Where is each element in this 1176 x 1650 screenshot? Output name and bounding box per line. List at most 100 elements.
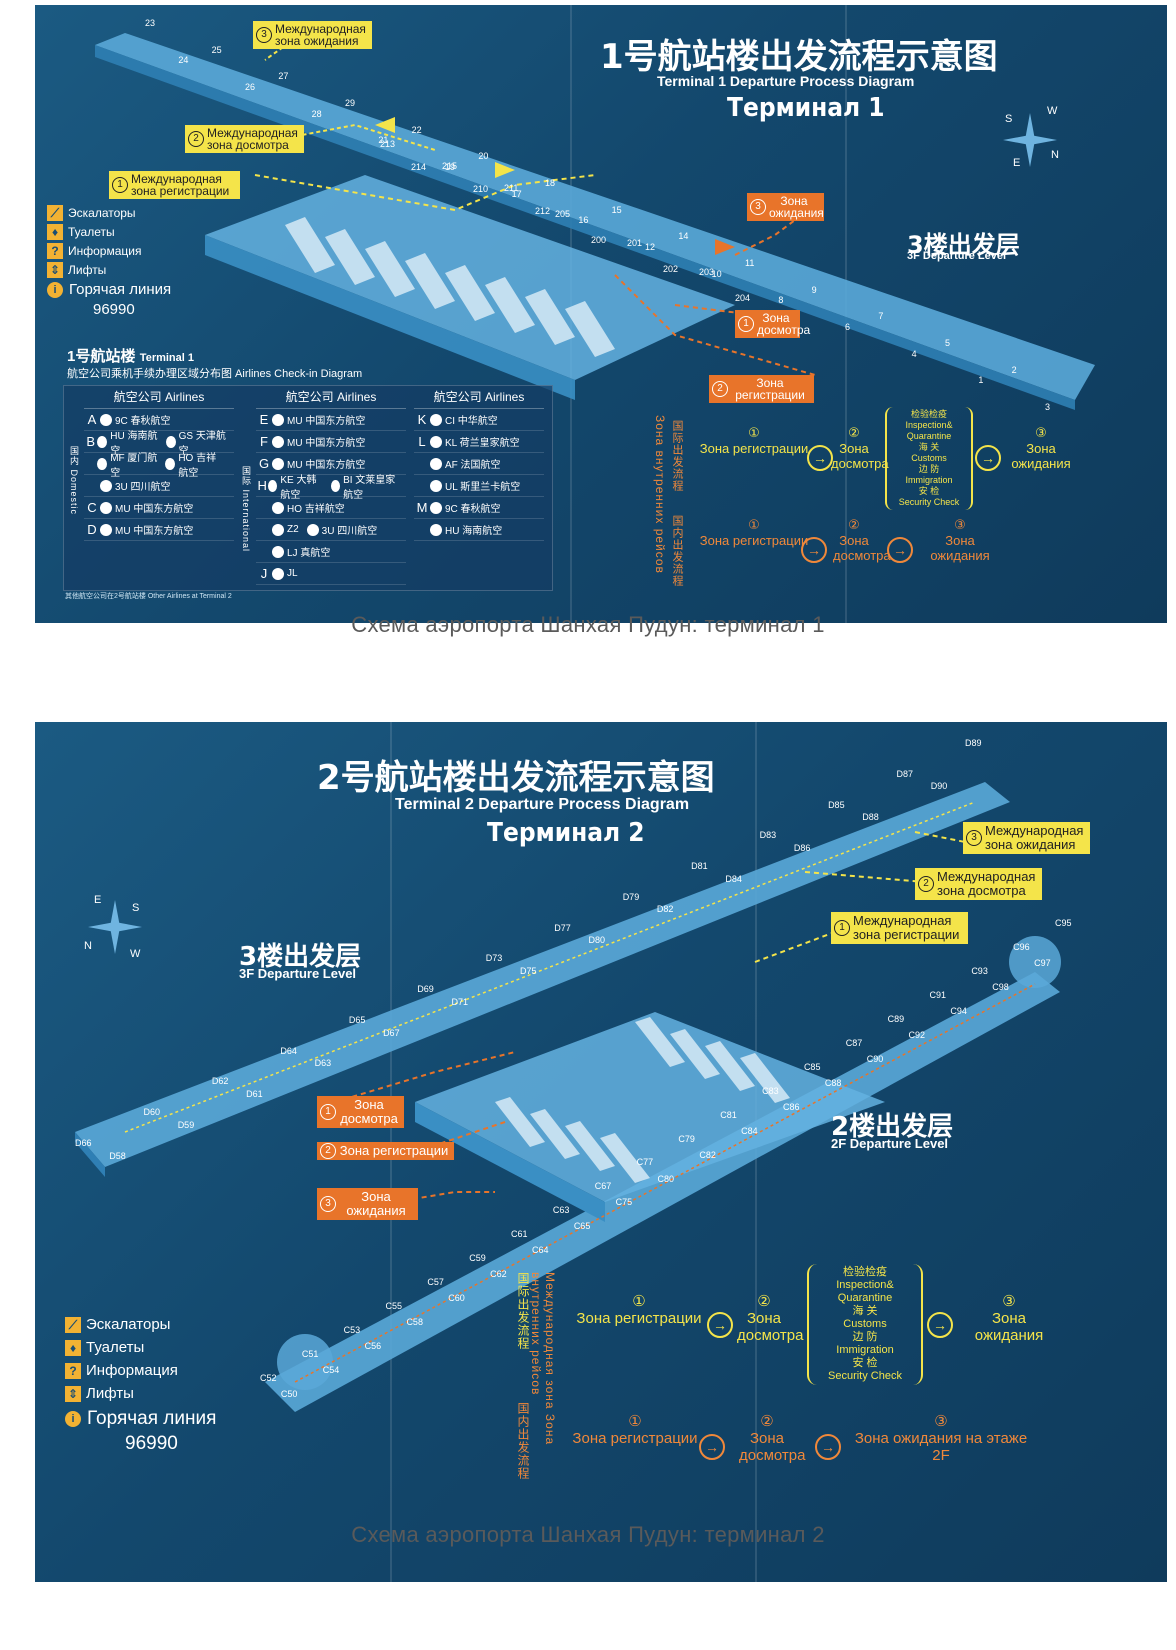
page-title: 2号航站楼出发流程示意图	[317, 758, 715, 798]
intl-label: 国际 International	[241, 466, 251, 553]
gate-label: 8	[778, 295, 784, 306]
page-subtitle-ru: Терминал 1	[727, 93, 885, 123]
airline-entry: Z2	[272, 523, 299, 536]
customs-line: 海 关	[852, 1305, 878, 1317]
gate-label: C89	[887, 1013, 905, 1024]
concourse	[95, 33, 1095, 400]
customs-line: 安 检	[918, 486, 940, 496]
airline-entry: HO 吉祥航空	[165, 449, 226, 479]
compass-e: E	[94, 894, 102, 906]
gate-label: 15	[611, 204, 622, 215]
airlines-header: 航空公司 Airlines	[414, 386, 544, 409]
gate-label: D86	[793, 842, 811, 853]
flow-line	[414, 1121, 506, 1153]
airline-logo-icon	[272, 457, 284, 470]
arrow-right-icon: →	[927, 1312, 953, 1338]
gate-label: C50	[280, 1389, 298, 1400]
gate-label: C97	[1034, 957, 1051, 968]
airline-logo-icon	[165, 435, 176, 448]
gate-label: C54	[322, 1365, 340, 1376]
gate-label: 10	[711, 268, 722, 279]
gate-label: D81	[691, 861, 708, 872]
gate-label: 20	[478, 151, 489, 162]
page-subtitle-ru: Терминал 2	[487, 818, 645, 848]
gate-label: C63	[552, 1205, 570, 1216]
customs-line: Quarantine	[837, 1292, 893, 1304]
airline-entry: BI 文莱皇家航空	[330, 471, 398, 501]
customs-line: Inspection&	[836, 1279, 894, 1291]
concourse-c	[265, 972, 1060, 1412]
process-dom-label-ru: Зона внутренних рейсов	[653, 415, 667, 574]
direction-arrow	[715, 239, 735, 255]
gate-label: D61	[246, 1089, 263, 1100]
airline-logo-icon	[430, 457, 442, 470]
airline-entry: HU 海南航空	[430, 522, 502, 537]
airline-row: AF 法国航空	[414, 453, 544, 475]
gate-label: D59	[177, 1119, 195, 1130]
gate-label: C57	[427, 1277, 444, 1288]
gate-label: 27	[278, 71, 289, 82]
terminal1-building-drawing	[95, 33, 1095, 410]
airline-entry: KL 荷兰皇家航空	[430, 434, 520, 449]
gate-label: 203	[699, 266, 715, 277]
airline-row: LJ 真航空	[256, 541, 406, 563]
gate-label: C85	[803, 1061, 821, 1072]
airline-entry: CI 中华航空	[430, 412, 498, 427]
flow-line	[804, 871, 926, 883]
checkin-counter-letter: G	[258, 456, 270, 471]
gate-label: 3	[1045, 402, 1051, 412]
gate-label: C80	[657, 1173, 675, 1184]
gate-label: D66	[75, 1138, 92, 1148]
gate-label: 7	[878, 311, 884, 322]
customs-line: 边 防	[852, 1331, 878, 1343]
gate-label: 12	[645, 242, 656, 252]
gate-label: 29	[345, 98, 356, 108]
process-intl-label-cn: 国际出发流程	[671, 420, 683, 492]
arrow-right-icon: →	[699, 1434, 725, 1460]
c-pier-end	[277, 1334, 333, 1390]
customs-line: 边 防	[918, 464, 940, 474]
gate-label: D63	[314, 1058, 332, 1069]
gate-label: 23	[145, 18, 156, 28]
main-hall	[415, 1012, 885, 1202]
checkin-islands	[495, 1017, 790, 1183]
airline-logo-icon	[100, 479, 112, 492]
airline-logo-icon	[306, 523, 319, 536]
airline-entry: MU 中国东方航空	[272, 456, 365, 471]
gate-label: D69	[417, 984, 434, 995]
compass-s: S	[1005, 113, 1013, 125]
airline-entry: JL	[272, 567, 298, 580]
gate-label: C88	[824, 1077, 842, 1088]
gate-label: C79	[678, 1133, 695, 1144]
escalator-icon: ⟋	[65, 1316, 81, 1333]
main-hall-side	[415, 1102, 605, 1222]
flow-line	[734, 219, 796, 256]
gate-label: D84	[725, 873, 742, 884]
legend: ⟋Эскалаторы ♦Туалеты ?Информация ⇕Лифты …	[65, 1316, 216, 1458]
airline-logo-icon	[100, 523, 112, 536]
level-label-en: 3F Departure Level	[907, 250, 1007, 262]
airline-logo-icon	[272, 501, 284, 514]
airline-logo-icon	[97, 457, 108, 470]
legend-info: ?Информация	[47, 243, 171, 259]
direction-arrow	[495, 162, 515, 178]
airlines-header: 航空公司 Airlines	[256, 386, 406, 409]
gate-label: 215	[442, 161, 458, 171]
level3-label-cn: 3楼出发层	[239, 942, 362, 972]
gate-label: C96	[1013, 941, 1030, 952]
gate-label: C52	[260, 1373, 277, 1383]
